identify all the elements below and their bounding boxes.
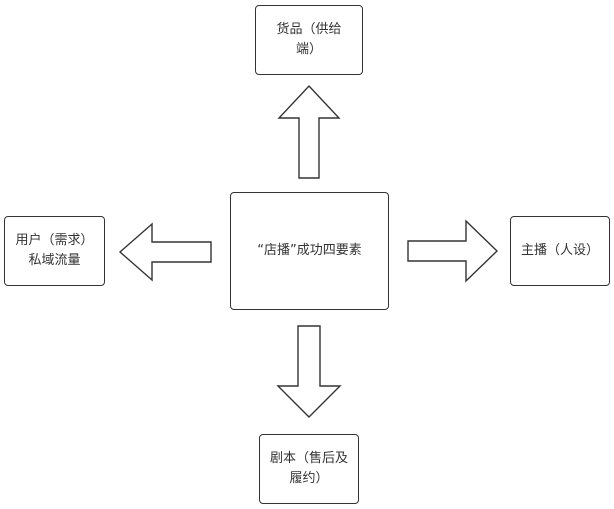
node-center-label: “店播”成功四要素 <box>257 243 362 258</box>
node-user-demand-label: 用户（需求） 私域流量 <box>15 233 94 268</box>
arrow-down <box>276 325 342 418</box>
arrow-left <box>118 222 212 282</box>
node-goods-supply: 货品（供给 端） <box>255 5 363 75</box>
node-goods-supply-label: 货品（供给 端） <box>276 22 342 57</box>
node-center-four-elements: “店播”成功四要素 <box>230 192 389 310</box>
node-anchor-persona: 主播（人设） <box>510 216 610 286</box>
node-script-aftersales-label: 剧本（售后及 履约） <box>269 451 348 486</box>
arrow-up <box>277 84 341 179</box>
node-anchor-persona-label: 主播（人设） <box>520 243 599 258</box>
node-user-demand: 用户（需求） 私域流量 <box>4 216 105 286</box>
node-script-aftersales: 剧本（售后及 履约） <box>259 434 359 504</box>
arrow-right <box>407 219 499 283</box>
